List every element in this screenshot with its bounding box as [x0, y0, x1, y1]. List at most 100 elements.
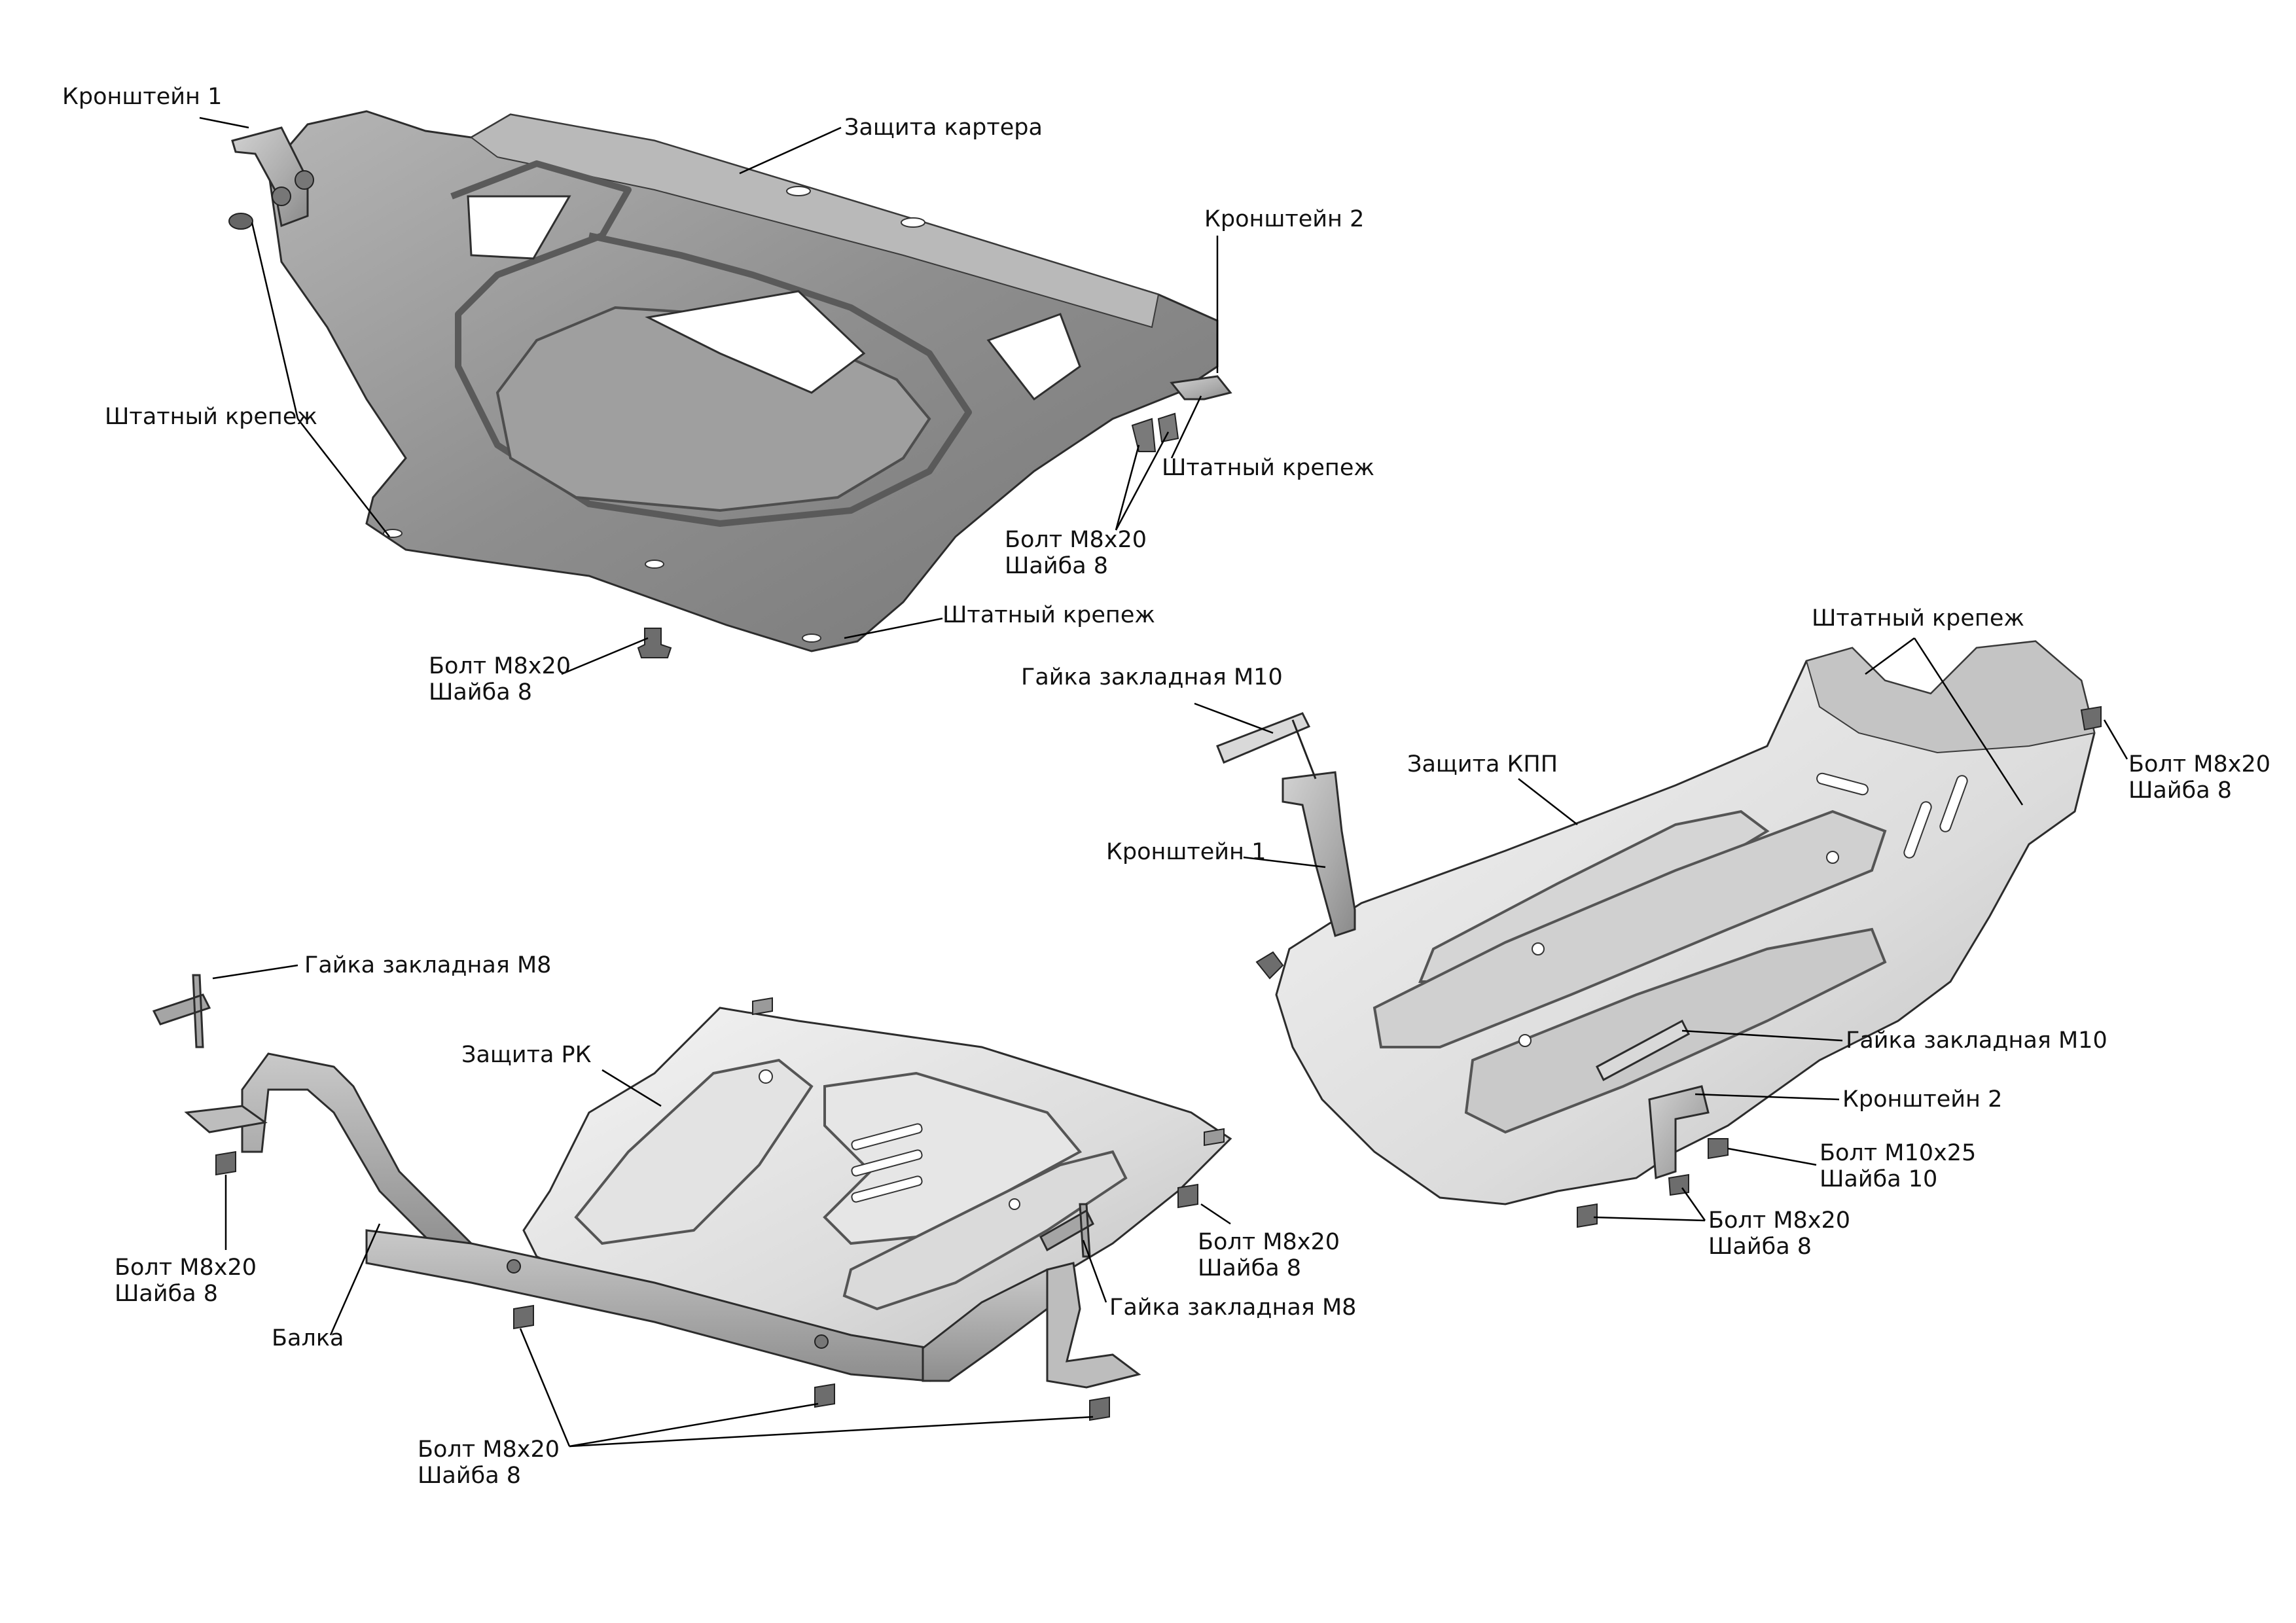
- gearbox-slot-2: [1903, 801, 1932, 859]
- leader-gb-nut-top: [1194, 702, 1274, 734]
- gearbox-bottom-bolt-a: [1577, 1203, 1598, 1228]
- label-gearbox-bracket-1: Кронштейн 1: [1106, 839, 1266, 865]
- label-gearbox-fastener-top: Штатный крепеж: [1812, 605, 2024, 632]
- label-gearbox-nut-m10-bottom: Гайка закладная М10: [1846, 1027, 2108, 1054]
- transfer-slot-2: [851, 1149, 923, 1177]
- label-crankcase-fastener-right: Штатный крепеж: [1162, 455, 1374, 481]
- transfer-hole-2: [1009, 1198, 1020, 1210]
- label-crankcase-bolt-right-1: Болт М8х20: [1005, 527, 1147, 553]
- label-crankcase-bracket-2: Кронштейн 2: [1204, 206, 1365, 232]
- label-gearbox-bolt-bottom-2: Шайба 8: [1708, 1234, 1812, 1260]
- label-crankcase-shield: Защита картера: [844, 115, 1043, 141]
- leader-gb-bolt-bottom: [1593, 1216, 1706, 1222]
- label-crankcase-bolt-bottom-2: Шайба 8: [429, 679, 533, 705]
- crankcase-bracket-2: [1170, 375, 1232, 401]
- leader-tr-bolt-bottom-a: [519, 1328, 571, 1447]
- label-transfer-bolt-left-1: Болт М8х20: [115, 1255, 257, 1281]
- gearbox-nut-m10-bottom: [1596, 1019, 1690, 1082]
- leader-crank-fastener-left: [251, 222, 299, 419]
- gearbox-nut-m10-top: [1216, 712, 1311, 764]
- leader-tr-bolt-bottom-c: [569, 1416, 1094, 1448]
- transfer-nut-m8-top: [152, 974, 211, 1048]
- leader-tr-bolt-right: [1200, 1203, 1231, 1225]
- label-transfer-bolt-bottom-2: Шайба 8: [418, 1463, 522, 1489]
- gearbox-shield: [1216, 640, 2102, 1228]
- gearbox-nut-m10-top-stud: [1291, 719, 1317, 779]
- label-transfer-bolt-bottom-1: Болт М8х20: [418, 1436, 560, 1463]
- leader-gb-nut-bottom: [1681, 1029, 1843, 1042]
- crankcase-bracket-1-bolt-b: [295, 170, 314, 190]
- crankcase-rib-outer: [450, 160, 972, 527]
- transfer-bolt-bottom-c: [1089, 1396, 1110, 1421]
- transfer-bolt-bottom-b: [814, 1383, 835, 1408]
- leader-crank-fastener-bottom: [844, 617, 943, 639]
- label-gearbox-bolt-right-2: Шайба 8: [2128, 777, 2233, 804]
- leader-gb-fastener-top-2: [1913, 637, 2024, 806]
- crankcase-slot-3: [645, 560, 664, 569]
- crankcase-bottom-bolt: [637, 628, 672, 658]
- leader-tr-bolt-bottom-b: [569, 1402, 819, 1448]
- crankcase-shield: [228, 110, 1232, 658]
- leader-crank-bolt-right-2: [1115, 431, 1170, 531]
- leader-gb-shield: [1518, 778, 1578, 825]
- label-crankcase-bolt-right-2: Шайба 8: [1005, 553, 1109, 579]
- label-transfer-bolt-right-2: Шайба 8: [1198, 1255, 1302, 1281]
- transfer-bolt-bottom-a: [513, 1304, 534, 1330]
- label-crankcase-bracket-1: Кронштейн 1: [62, 84, 223, 110]
- label-crankcase-bolt-bottom-1: Болт М8х20: [429, 653, 571, 679]
- gearbox-hole-2: [1532, 942, 1545, 955]
- crankcase-bracket-1-bolt-a: [272, 187, 291, 206]
- leader-crank-bracket1: [199, 116, 249, 129]
- gearbox-bolt-m10: [1708, 1138, 1729, 1160]
- leader-crank-shield: [739, 126, 842, 175]
- transfer-rib-1: [574, 1058, 814, 1245]
- gearbox-slot-1: [1816, 772, 1869, 796]
- leader-crank-bolt-right: [1115, 444, 1140, 531]
- label-transfer-bolt-left-2: Шайба 8: [115, 1281, 219, 1307]
- gearbox-bracket-2: [1648, 1085, 1710, 1180]
- crankcase-right-bolts: [1131, 412, 1179, 452]
- label-gearbox-shield: Защита КПП: [1407, 751, 1558, 777]
- leader-tr-nut-right: [1082, 1240, 1107, 1303]
- gearbox-shield-side-face: [1805, 640, 2096, 754]
- gearbox-hole-1: [1826, 851, 1839, 864]
- gearbox-slot-3: [1939, 775, 1968, 832]
- label-transfer-nut-m8-right: Гайка закладная М8: [1109, 1294, 1357, 1321]
- leader-tr-shield: [601, 1069, 662, 1107]
- crankcase-slot-2: [901, 217, 925, 228]
- gearbox-hole-3: [1518, 1034, 1532, 1047]
- transfer-slot-1: [851, 1123, 923, 1150]
- leader-gb-bracket1: [1243, 856, 1326, 868]
- label-transfer-nut-m8-top: Гайка закладная М8: [304, 952, 552, 978]
- crankcase-cutout-1: [467, 195, 571, 260]
- label-transfer-shield: Защита РК: [461, 1042, 592, 1068]
- leader-gb-bracket2: [1695, 1093, 1840, 1101]
- leader-lines: [199, 116, 2128, 1448]
- leader-crank-bolt-bottom: [561, 637, 649, 675]
- transfer-bolt-left: [215, 1150, 236, 1176]
- beam-left-foot: [184, 1105, 268, 1133]
- beam-left-leg: [241, 1052, 473, 1258]
- label-gearbox-bolt-m10-2: Шайба 10: [1820, 1166, 1938, 1192]
- gearbox-right-bolt: [2080, 705, 2102, 731]
- label-gearbox-bracket-2: Кронштейн 2: [1842, 1086, 2003, 1113]
- leader-gb-fastener-top: [1865, 637, 1915, 675]
- label-gearbox-bolt-bottom-1: Болт М8х20: [1708, 1207, 1851, 1234]
- leader-tr-beam: [329, 1223, 381, 1336]
- leader-crank-fastener-left-2: [297, 418, 390, 537]
- transfer-beam: [152, 974, 1198, 1421]
- transfer-hole-1: [759, 1069, 773, 1084]
- transfer-slot-3: [851, 1175, 923, 1203]
- beam-bolt-2: [814, 1334, 829, 1349]
- transfer-tab-right: [1204, 1128, 1225, 1147]
- crankcase-slot-4: [802, 633, 821, 643]
- leader-gb-bolt-bottom-2: [1681, 1187, 1706, 1221]
- label-gearbox-bolt-m10-1: Болт М10х25: [1820, 1140, 1977, 1166]
- label-transfer-bolt-right-1: Болт М8х20: [1198, 1229, 1340, 1255]
- crankcase-cutout-2: [645, 290, 866, 394]
- crankcase-left-bolt: [228, 213, 253, 230]
- leader-gb-bolt-right: [2103, 719, 2128, 760]
- transfer-bolt-right: [1177, 1183, 1198, 1209]
